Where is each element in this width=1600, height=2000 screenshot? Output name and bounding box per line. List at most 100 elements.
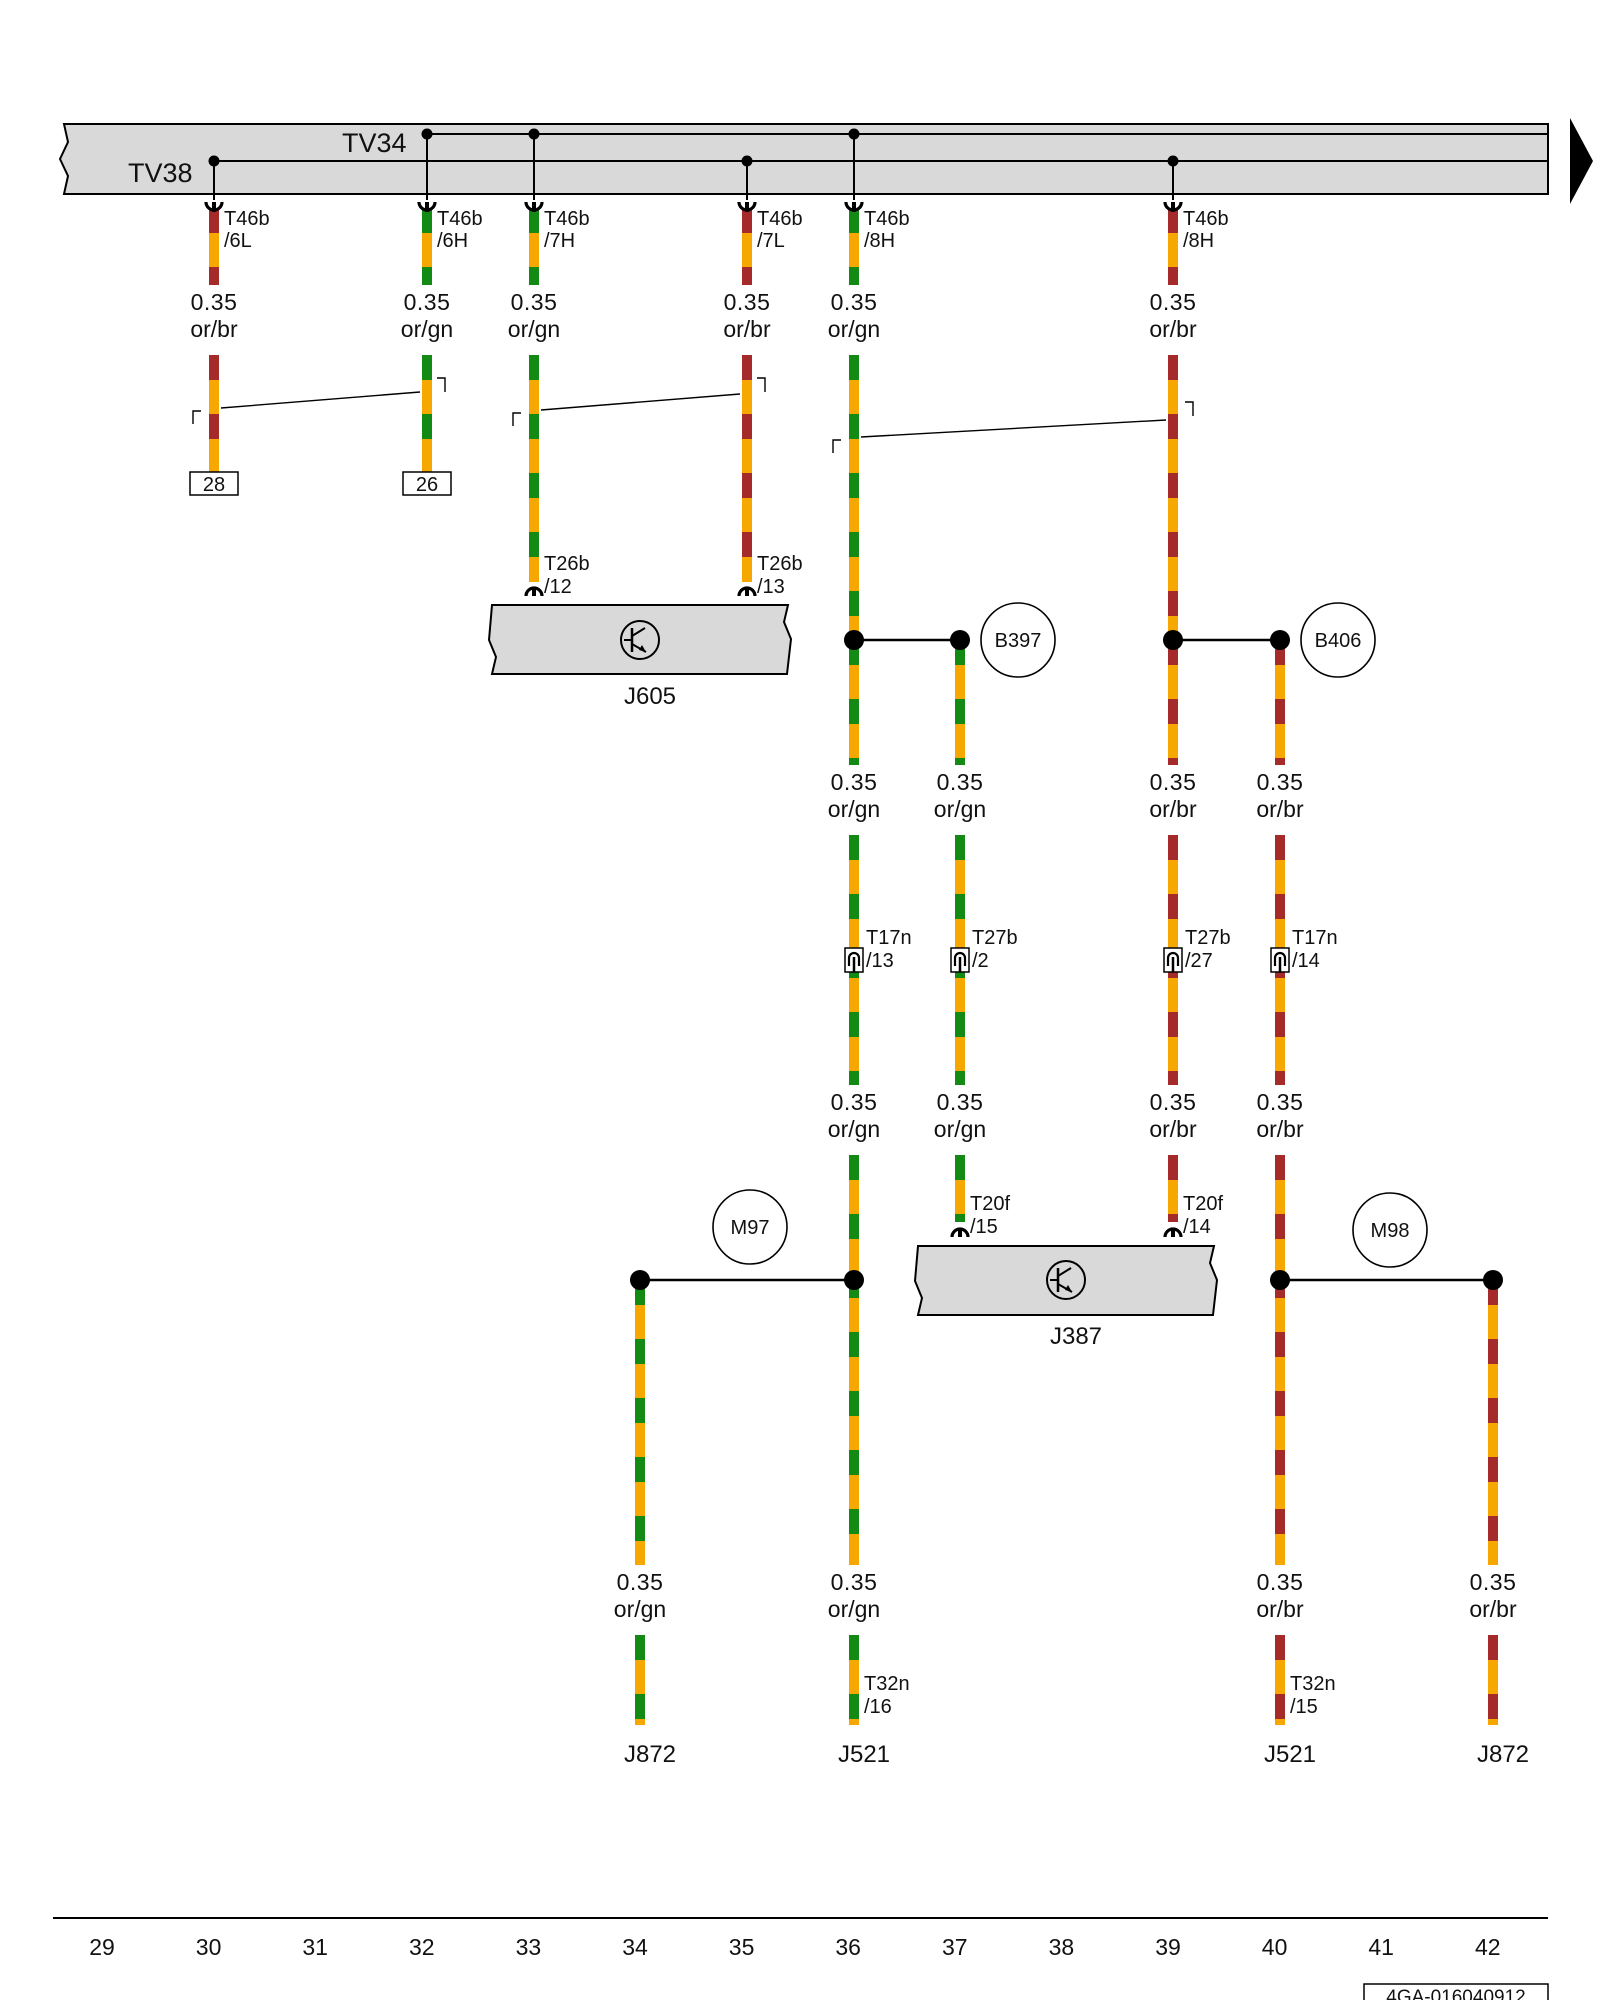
pin-number: /13 <box>866 950 894 972</box>
gauge-label: 0.35 <box>831 1089 878 1115</box>
twisted-pair-markers <box>192 377 1194 453</box>
bus-lower-label: TV38 <box>128 158 193 188</box>
continues-right-arrow <box>1570 118 1593 204</box>
socket-symbols <box>204 200 1183 1239</box>
gauge-label: 0.35 <box>617 1569 664 1595</box>
junction-dots <box>630 630 1503 1290</box>
connector-label: T46b <box>437 208 483 230</box>
junction-b397: B397 <box>980 602 1056 678</box>
destination-labels: J872 J521 J521 J872 <box>624 1741 1529 1768</box>
bus-bar <box>58 123 1549 195</box>
gauge-label: 0.35 <box>831 289 878 315</box>
wire-color-label: or/br <box>1256 1116 1304 1142</box>
component-label-j605: J605 <box>624 683 676 710</box>
component-label-j521[interactable]: J521 <box>1264 1741 1316 1768</box>
gauge-label: 0.35 <box>1257 1089 1304 1115</box>
pin-number: /27 <box>1185 950 1213 972</box>
gauge-label: 0.35 <box>511 289 558 315</box>
bus-taps <box>208 128 1179 200</box>
wire-color-label: or/gn <box>828 316 880 342</box>
pin-number: /12 <box>544 576 572 598</box>
connector-label: T17n <box>1292 927 1338 949</box>
pin-number: /6L <box>224 230 252 252</box>
wire-color-label: or/gn <box>828 1116 880 1142</box>
column-number: 40 <box>1262 1934 1288 1960</box>
connector-label: T20f <box>1183 1193 1223 1215</box>
wire-color-label: or/gn <box>828 796 880 822</box>
pin-number: /7H <box>544 230 575 252</box>
gauge-label: 0.35 <box>1150 289 1197 315</box>
inline-plug-symbols <box>843 946 1291 974</box>
connector-label: T26b <box>757 553 803 575</box>
column-number: 33 <box>516 1934 542 1960</box>
svg-text:B406: B406 <box>1315 630 1362 652</box>
svg-text:M97: M97 <box>731 1217 770 1239</box>
column-number: 37 <box>942 1934 968 1960</box>
gauge-label: 0.35 <box>937 769 984 795</box>
wire-color-label: or/gn <box>508 316 560 342</box>
column-number: 30 <box>196 1934 222 1960</box>
svg-text:B397: B397 <box>995 630 1042 652</box>
connector-label: T46b <box>864 208 910 230</box>
junction-m97: M97 <box>712 1189 788 1265</box>
pin-number: /7L <box>757 230 785 252</box>
component-label-j387: J387 <box>1050 1323 1102 1350</box>
pin-number: /15 <box>970 1216 998 1238</box>
gauge-label: 0.35 <box>724 289 771 315</box>
control-unit-j387 <box>913 1245 1219 1316</box>
pin-number: /14 <box>1292 950 1320 972</box>
connector-label: T32n <box>864 1673 910 1695</box>
column-number: 31 <box>302 1934 328 1960</box>
pin-labels: T46b /6L T46b /6H T46b /7H T46b /7L T46b… <box>224 208 1338 1718</box>
wire-color-label: or/br <box>190 316 238 342</box>
connector-label: T20f <box>970 1193 1010 1215</box>
wire-color-label: or/gn <box>934 796 986 822</box>
column-number: 35 <box>729 1934 755 1960</box>
wire-color-label: or/br <box>1149 796 1197 822</box>
connector-label: T46b <box>544 208 590 230</box>
pin-number: /16 <box>864 1696 892 1718</box>
svg-text:26: 26 <box>416 474 438 496</box>
bus-upper-label: TV34 <box>342 128 407 158</box>
pin-number: /8H <box>864 230 895 252</box>
gauge-label: 0.35 <box>937 1089 984 1115</box>
column-number: 41 <box>1368 1934 1394 1960</box>
junction-m98: M98 <box>1352 1192 1428 1268</box>
connector-label: T27b <box>1185 927 1231 949</box>
wire-color-label: or/br <box>1256 1596 1304 1622</box>
wire-color-label: or/gn <box>614 1596 666 1622</box>
connector-label: T46b <box>757 208 803 230</box>
wire-color-label: or/br <box>1469 1596 1517 1622</box>
cross-ref-26[interactable]: 26 <box>402 471 452 496</box>
gauge-label: 0.35 <box>831 769 878 795</box>
connector-label: T17n <box>866 927 912 949</box>
reference-code-box: 4GA-016040912 <box>1363 1983 1549 2000</box>
connector-label: T27b <box>972 927 1018 949</box>
pin-number: /8H <box>1183 230 1214 252</box>
component-label-j521[interactable]: J521 <box>838 1741 890 1768</box>
component-label-j872[interactable]: J872 <box>1477 1741 1529 1768</box>
column-number: 39 <box>1155 1934 1181 1960</box>
column-number: 29 <box>89 1934 115 1960</box>
connector-label: T46b <box>1183 208 1229 230</box>
junction-lines <box>640 638 1493 1282</box>
wire-labels: 0.35 or/br 0.35 or/gn 0.35 or/gn 0.35 or… <box>190 289 1517 1622</box>
svg-text:28: 28 <box>203 474 225 496</box>
wire-color-label: or/br <box>1149 316 1197 342</box>
column-number: 42 <box>1475 1934 1501 1960</box>
reference-code: 4GA-016040912 <box>1386 1987 1525 2000</box>
connector-label: T32n <box>1290 1673 1336 1695</box>
gauge-label: 0.35 <box>404 289 451 315</box>
column-numbers: 29 30 31 32 33 34 35 36 37 38 39 40 41 4… <box>89 1934 1500 1960</box>
pin-number: /13 <box>757 576 785 598</box>
wire-color-label: or/br <box>1256 796 1304 822</box>
component-label-j872[interactable]: J872 <box>624 1741 676 1768</box>
wire-color-label: or/br <box>723 316 771 342</box>
pin-number: /2 <box>972 950 989 972</box>
connector-label: T26b <box>544 553 590 575</box>
wire-color-label: or/br <box>1149 1116 1197 1142</box>
cross-ref-28[interactable]: 28 <box>189 471 239 496</box>
pin-number: /6H <box>437 230 468 252</box>
gauge-label: 0.35 <box>1470 1569 1517 1595</box>
gauge-label: 0.35 <box>1257 769 1304 795</box>
